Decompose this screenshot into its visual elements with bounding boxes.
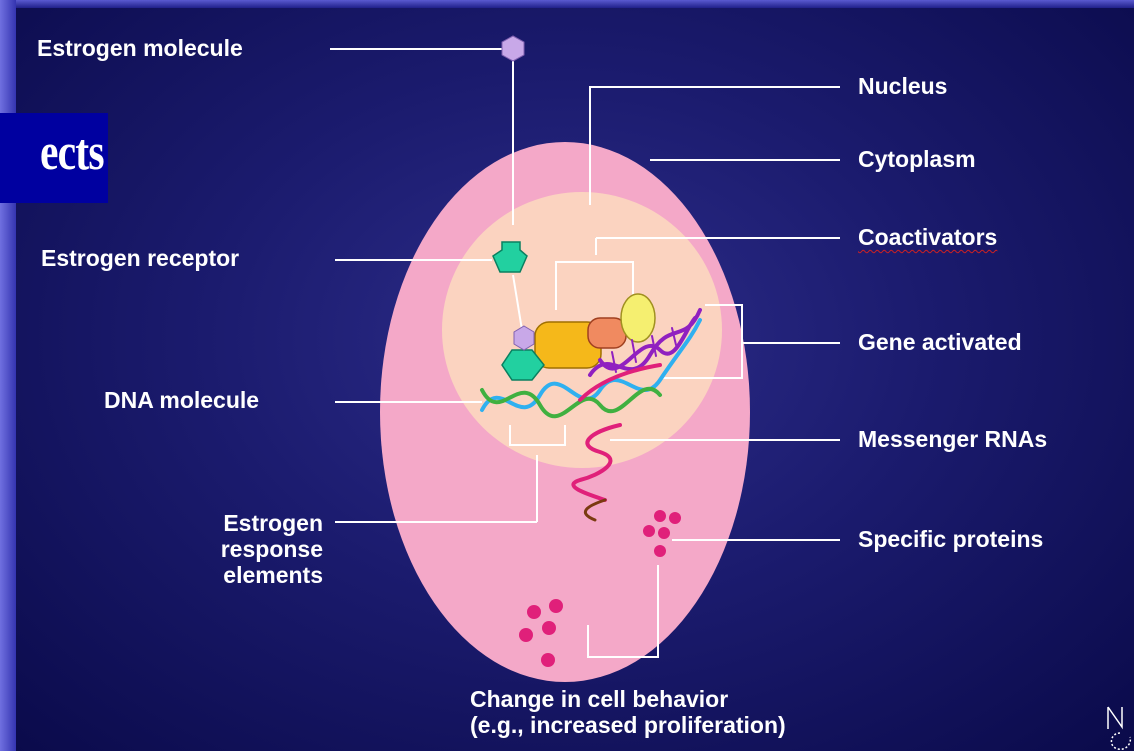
label-messenger-rnas-text: Messenger RNAs <box>858 426 1047 452</box>
label-cytoplasm: Cytoplasm <box>858 148 976 171</box>
label-coactivators: Coactivators <box>858 226 997 249</box>
coactivator-salmon-shape <box>588 318 626 348</box>
label-specific-proteins: Specific proteins <box>858 528 1043 551</box>
label-nucleus: Nucleus <box>858 75 947 98</box>
label-ere-line3: elements <box>196 562 323 588</box>
title-box: ects <box>0 113 108 203</box>
label-estrogen-receptor: Estrogen receptor <box>41 247 239 270</box>
label-gene-activated: Gene activated <box>858 331 1022 354</box>
estrogen-molecule-icon <box>502 36 524 61</box>
label-ere-line2: response <box>196 536 323 562</box>
label-dna-molecule: DNA molecule <box>104 389 259 412</box>
label-estrogen-response-elements: Estrogen response elements <box>196 510 323 588</box>
corner-logo-icon <box>1100 703 1134 751</box>
label-change-line2: (e.g., increased proliferation) <box>470 712 786 738</box>
label-change-line1: Change in cell behavior <box>470 686 786 712</box>
coactivator-yellow-shape <box>621 294 655 342</box>
label-ere-line1: Estrogen <box>196 510 323 536</box>
label-change-in-cell-behavior: Change in cell behavior (e.g., increased… <box>470 686 786 738</box>
label-messenger-rnas: Messenger RNAs <box>858 428 1047 451</box>
slide-title: ects <box>40 127 104 179</box>
label-estrogen-molecule: Estrogen molecule <box>37 37 243 60</box>
